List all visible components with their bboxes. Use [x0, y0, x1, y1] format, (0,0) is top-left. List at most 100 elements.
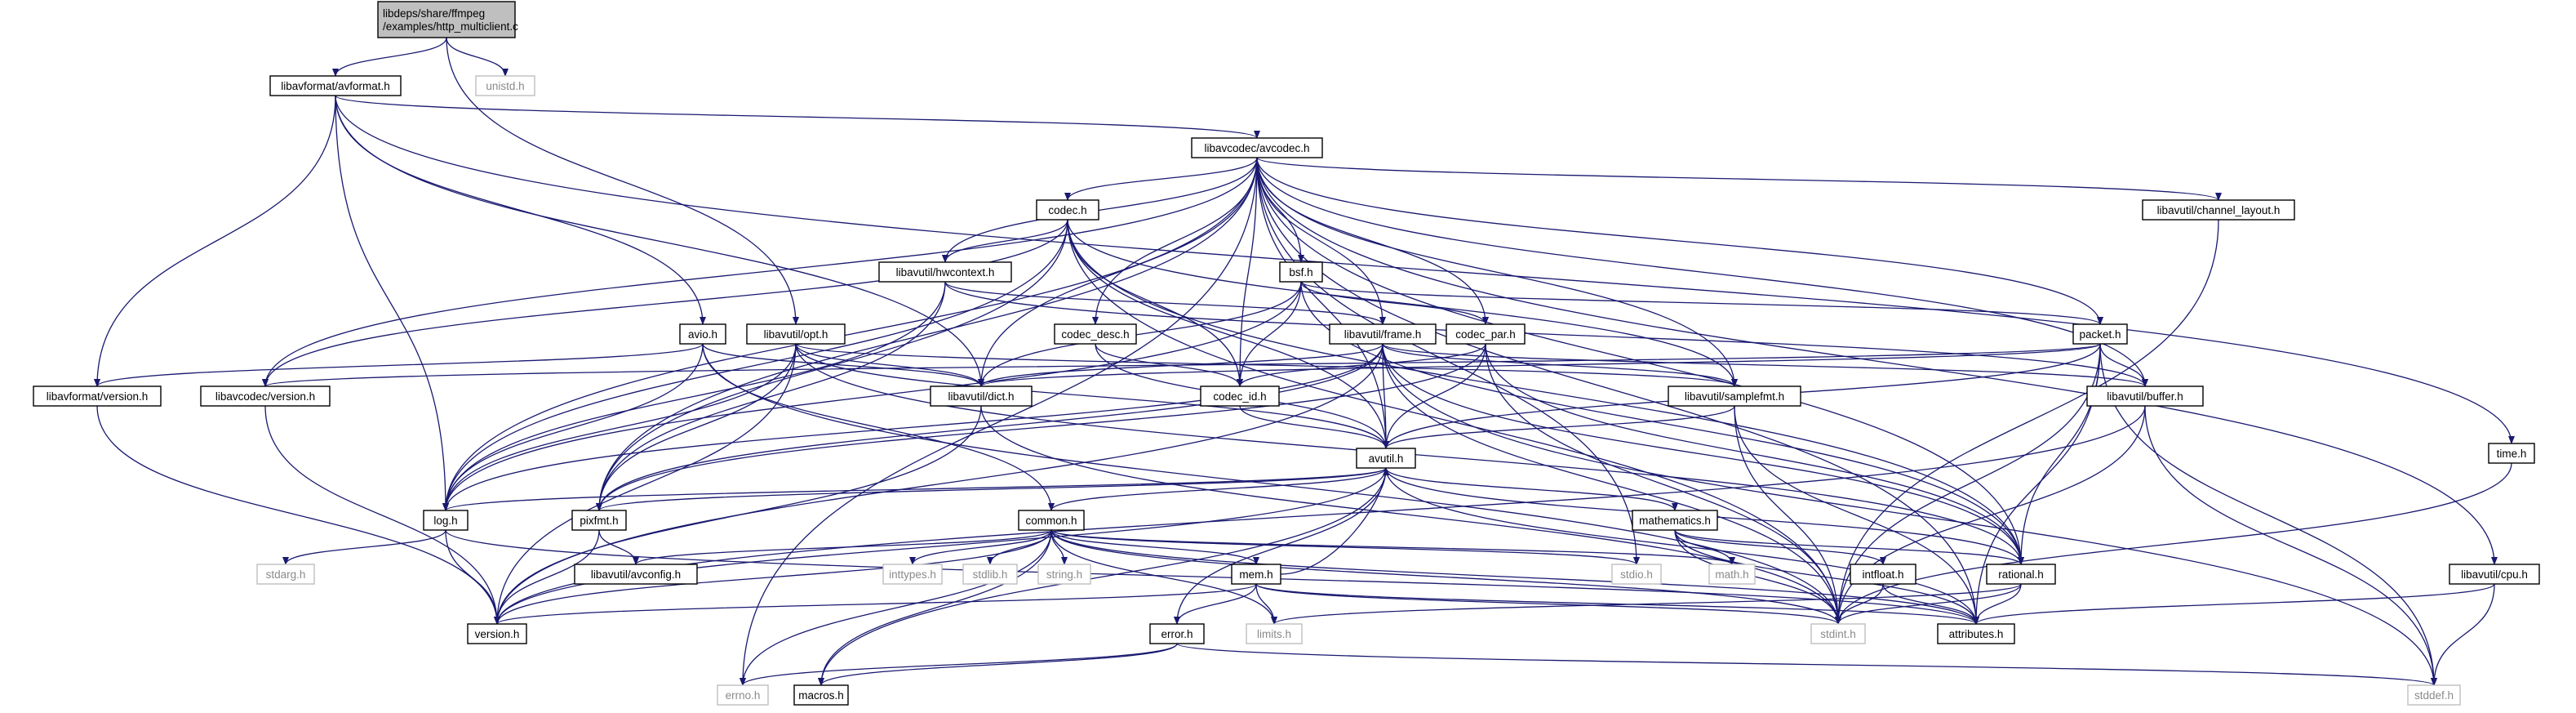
- node-common[interactable]: common.h: [1018, 510, 1085, 531]
- node-buffer[interactable]: libavutil/buffer.h: [2086, 385, 2204, 407]
- edge-pixfmt-to-version: [494, 529, 600, 625]
- node-box: [2086, 385, 2204, 407]
- edge-avutil-to-mathematics: [1385, 467, 1678, 511]
- node-box: [2449, 564, 2540, 585]
- edge-log-to-stdarg: [282, 529, 446, 565]
- node-attributes[interactable]: attributes.h: [1937, 623, 2015, 644]
- node-avio[interactable]: avio.h: [679, 323, 726, 345]
- node-bsf[interactable]: bsf.h: [1279, 261, 1323, 283]
- node-box: [1986, 564, 2056, 585]
- node-time[interactable]: time.h: [2488, 443, 2535, 464]
- edge-opt-to-log: [442, 343, 797, 511]
- node-mathematics[interactable]: mathematics.h: [1632, 510, 1718, 531]
- node-cpu[interactable]: libavutil/cpu.h: [2449, 564, 2540, 585]
- node-box: [256, 564, 315, 585]
- node-box: [1329, 323, 1437, 345]
- node-root[interactable]: libdeps/share/ffmpeg/examples/http_multi…: [377, 1, 518, 38]
- node-mem[interactable]: mem.h: [1231, 564, 1281, 585]
- node-box: [2142, 199, 2295, 221]
- edge-avformat-to-avf_version: [94, 95, 336, 387]
- edge-avio-to-dict: [702, 343, 984, 387]
- edge-rational-to-limits: [1271, 583, 2022, 625]
- node-avformat[interactable]: libavformat/avformat.h: [269, 75, 402, 96]
- node-pixfmt[interactable]: pixfmt.h: [571, 510, 627, 531]
- node-stdlib: stdlib.h: [962, 564, 1018, 585]
- node-avconfig[interactable]: libavutil/avconfig.h: [574, 564, 698, 585]
- edge-common-to-math: [1050, 529, 1735, 565]
- node-stddef: stddef.h: [2407, 684, 2461, 706]
- edge-common-to-errno: [739, 529, 1052, 686]
- edge-cpu-to-attributes: [1973, 583, 2495, 625]
- node-avc_version[interactable]: libavcodec/version.h: [200, 385, 331, 407]
- node-label: mathematics.h: [1639, 515, 1711, 527]
- node-label: log.h: [433, 515, 457, 527]
- node-box: [1054, 323, 1137, 345]
- node-box: [793, 684, 849, 706]
- node-box: [1191, 137, 1323, 158]
- node-box: [1200, 385, 1280, 407]
- node-codec[interactable]: codec.h: [1036, 199, 1099, 221]
- node-log[interactable]: log.h: [423, 510, 469, 531]
- node-label: libdeps/share/ffmpeg: [383, 7, 485, 20]
- node-intfloat[interactable]: intfloat.h: [1850, 564, 1916, 585]
- edge-codec-to-samplefmt: [1067, 219, 1738, 387]
- edge-avcodec-to-samplefmt: [1256, 157, 1738, 387]
- node-samplefmt[interactable]: libavutil/samplefmt.h: [1668, 385, 1801, 407]
- edge-mem-to-attributes: [1255, 583, 1979, 625]
- node-box: [1632, 510, 1718, 531]
- node-box: [1037, 564, 1091, 585]
- node-version[interactable]: version.h: [467, 623, 527, 644]
- edge-frame-to-buffer: [1382, 343, 2148, 387]
- edge-codec-to-pixfmt: [596, 219, 1068, 511]
- node-macros[interactable]: macros.h: [793, 684, 849, 706]
- edge-mem-to-version: [494, 583, 1257, 625]
- edge-bsf-to-codec_par: [1300, 281, 1489, 325]
- node-box: [571, 510, 627, 531]
- node-label: libavutil/cpu.h: [2461, 568, 2528, 581]
- node-avf_version[interactable]: libavformat/version.h: [33, 385, 162, 407]
- edge-hwcontext-to-pixfmt: [596, 281, 946, 511]
- node-label: macros.h: [798, 689, 844, 702]
- edge-codec-to-avc_version: [262, 219, 1068, 387]
- edge-mem-to-error: [1174, 583, 1257, 625]
- node-avutil[interactable]: avutil.h: [1356, 448, 1416, 469]
- node-label: version.h: [475, 628, 520, 640]
- edge-codec-to-rational: [1067, 219, 2024, 565]
- node-avcodec[interactable]: libavcodec/avcodec.h: [1191, 137, 1323, 158]
- node-box: [1279, 261, 1323, 283]
- node-box: [475, 75, 535, 96]
- edge-opt-to-samplefmt: [795, 343, 1738, 387]
- edge-avcodec-to-channel_layout: [1256, 157, 2222, 201]
- node-hwcontext[interactable]: libavutil/hwcontext.h: [878, 261, 1012, 283]
- node-error[interactable]: error.h: [1149, 623, 1205, 644]
- edge-packet-to-dict: [978, 343, 2101, 387]
- node-codec_desc[interactable]: codec_desc.h: [1054, 323, 1137, 345]
- edge-avio-to-log: [442, 343, 704, 511]
- edge-codec_par-to-avutil: [1383, 343, 1486, 449]
- node-errno: errno.h: [717, 684, 769, 706]
- node-packet[interactable]: packet.h: [2072, 323, 2128, 345]
- node-label: stdio.h: [1620, 568, 1653, 581]
- edge-avutil-to-pixfmt: [596, 467, 1387, 511]
- edge-rational-to-stdint: [1835, 583, 2022, 625]
- node-label: errno.h: [726, 689, 761, 702]
- edge-mathematics-to-math: [1674, 529, 1735, 565]
- edge-avcodec-to-codec_desc: [1092, 157, 1258, 325]
- node-channel_layout[interactable]: libavutil/channel_layout.h: [2142, 199, 2295, 221]
- node-dict[interactable]: libavutil/dict.h: [930, 385, 1033, 407]
- node-box: [1018, 510, 1085, 531]
- node-label: stdarg.h: [266, 568, 306, 581]
- node-codec_par[interactable]: codec_par.h: [1446, 323, 1526, 345]
- node-codec_id[interactable]: codec_id.h: [1200, 385, 1280, 407]
- node-opt[interactable]: libavutil/opt.h: [746, 323, 846, 345]
- node-box: [377, 1, 516, 38]
- node-label: codec.h: [1048, 204, 1086, 216]
- node-frame[interactable]: libavutil/frame.h: [1329, 323, 1437, 345]
- node-rational[interactable]: rational.h: [1986, 564, 2056, 585]
- edge-time-to-stdint: [1835, 462, 2512, 625]
- edge-avutil-to-version: [494, 467, 1387, 625]
- node-box: [1937, 623, 2015, 644]
- edge-root-to-unistd: [446, 37, 509, 77]
- node-label: codec_desc.h: [1061, 328, 1129, 341]
- edge-avformat-to-time: [335, 95, 2515, 444]
